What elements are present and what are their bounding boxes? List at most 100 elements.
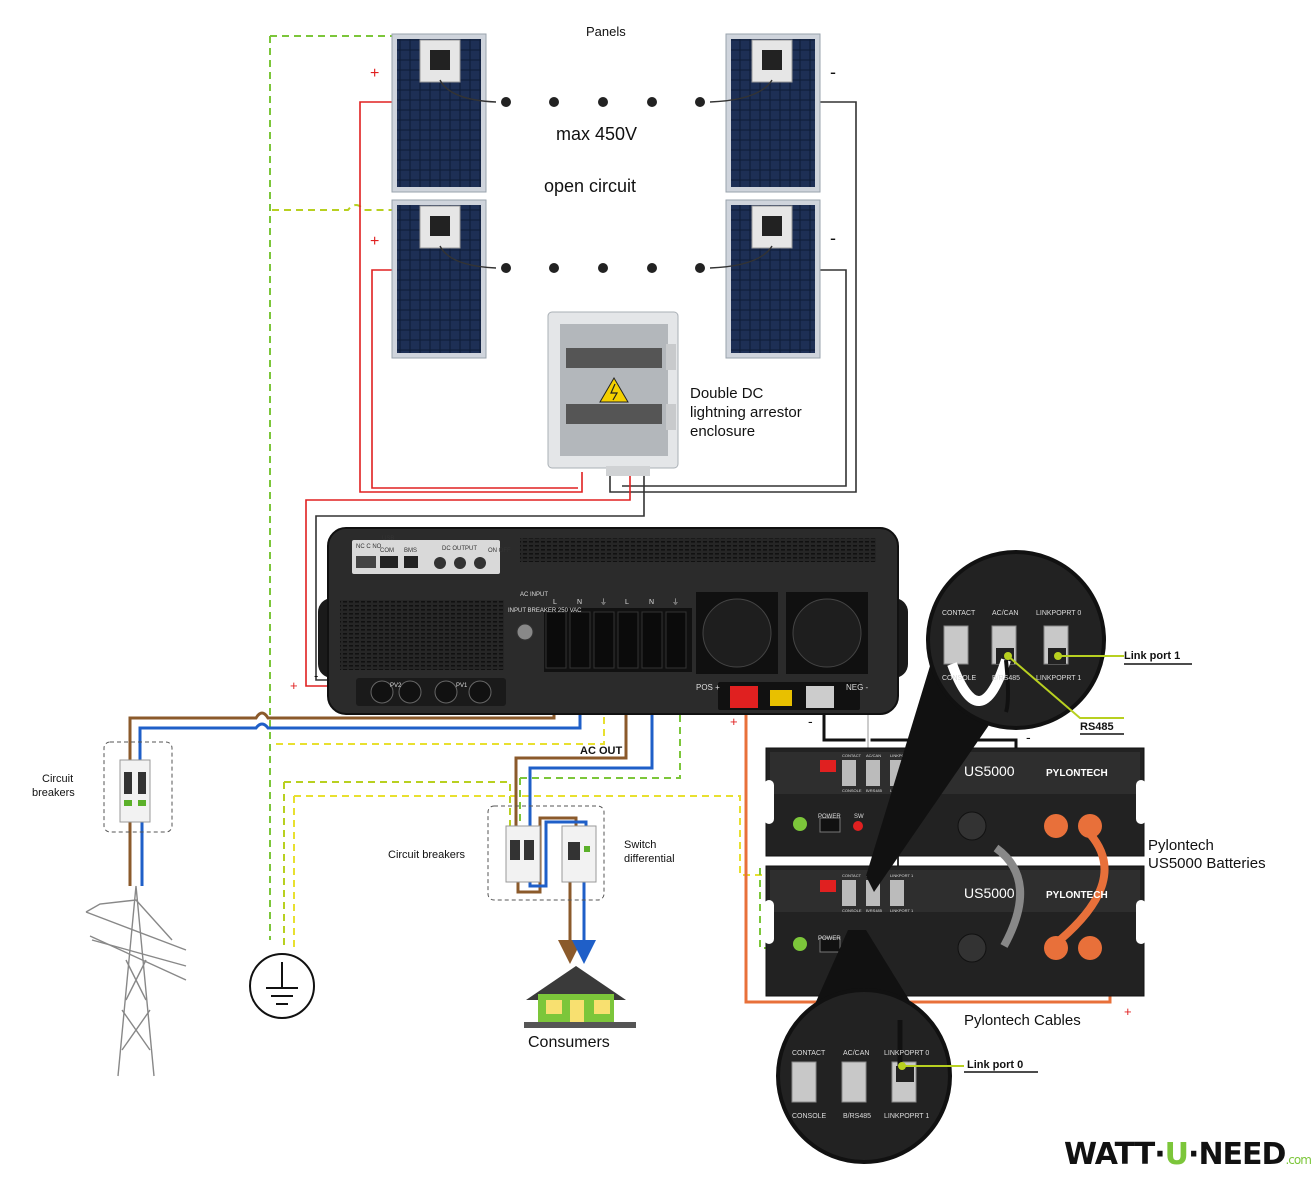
polarity-signs: + + - - + - + - - + — [290, 62, 1132, 1019]
battery-module — [764, 865, 1146, 997]
inverter-neg-label: NEG - — [846, 683, 869, 692]
minus-sign: - — [830, 228, 836, 248]
callout-leaders — [902, 655, 1124, 1067]
zoom-port-label: CONTACT — [942, 610, 976, 617]
zoom-port-label: CONTACT — [792, 1050, 826, 1057]
battery-port-label: B/RS485 — [866, 908, 883, 913]
battery-port-label: CONTACT — [842, 753, 862, 758]
panel-string-dots — [501, 97, 705, 273]
callout-dots — [898, 652, 1062, 1070]
minus-sign: - — [1026, 729, 1031, 745]
minus-sign: - — [830, 62, 836, 82]
battery-interconnect — [993, 831, 1109, 948]
inverter-labels: COM BMS DC OUTPUT NC C NO USB ON OFF AC … — [356, 536, 869, 692]
brand-separator: · — [1188, 1137, 1198, 1172]
inverter-on-off-label: ON OFF — [488, 548, 511, 554]
panel-string-links — [439, 79, 773, 269]
inverter-terminal-labels: L N ⏚ L N ⏚ — [553, 598, 679, 606]
brand-logo-text: WATT·U·NEED.com — [1064, 1137, 1311, 1172]
inverter-com-label: COM — [380, 548, 394, 554]
arrestor-label-line3: enclosure — [690, 423, 755, 440]
battery-port-label: CONSOLE — [842, 908, 862, 913]
zoom-port-label: B/RS485 — [843, 1113, 871, 1120]
max-voltage-label: max 450V — [556, 124, 637, 144]
terminal-label: N — [649, 599, 654, 606]
load-breakers-label: Circuit breakers — [388, 849, 466, 861]
inverter-pv1-label: PV1 — [456, 683, 468, 689]
terminal-label: L — [625, 599, 629, 606]
plus-sign: + — [290, 678, 298, 693]
inverter-bms-label: BMS — [404, 548, 417, 554]
solar-panel — [725, 199, 821, 359]
zoom-port-label: CONSOLE — [942, 675, 977, 682]
zoom-port-label: B/RS485 — [992, 675, 1020, 682]
cables-label: Pylontech Cables — [964, 1012, 1081, 1029]
battery-port-label: CONSOLE — [842, 788, 862, 793]
zoom-port-label: AC/CAN — [992, 610, 1018, 617]
brand-name-part: NEED — [1198, 1137, 1285, 1172]
grid-breakers-label-line1: Circuit — [42, 773, 73, 785]
inverter-pv2-label: PV2 — [390, 683, 402, 689]
ac-out-label: AC OUT — [580, 745, 622, 757]
inverter-usb-label: USB — [382, 536, 394, 542]
zoom-port-label: LINKPOPRT 0 — [884, 1050, 929, 1057]
inverter-ac-input-label: AC INPUT — [520, 592, 548, 598]
minus-sign: - — [314, 668, 318, 683]
open-circuit-label: open circuit — [544, 176, 636, 196]
zoom-port-label: LINKPOPRT 1 — [1036, 675, 1081, 682]
brand-name-accent: U — [1165, 1137, 1188, 1172]
batteries-label-line2: US5000 Batteries — [1148, 855, 1266, 872]
battery-port-label: AC/CAN — [866, 753, 881, 758]
zoom-port-label: LINKPOPRT 1 — [884, 1113, 929, 1120]
grid-breaker-box — [103, 741, 173, 833]
rs485-label: RS485 — [1080, 721, 1114, 733]
switch-label-line1: Switch — [624, 839, 656, 851]
grid-breakers-label-line2: breakers — [32, 787, 75, 799]
plus-sign: + — [370, 65, 379, 82]
consumers-label: Consumers — [528, 1034, 610, 1051]
solar-panel — [391, 33, 487, 193]
battery-port-label: LINKPORT 1 — [890, 908, 914, 913]
load-breaker-box — [487, 805, 605, 901]
callout-underlines — [964, 663, 1192, 1073]
battery-power-label: POWER — [818, 936, 841, 942]
switch-label-line2: differential — [624, 853, 675, 865]
arrestor-label-line2: lightning arrestor — [690, 404, 802, 421]
battery-port-label: LINKPORT 0 — [890, 753, 914, 758]
zoom-port-label: LINKPOPRT 0 — [1036, 610, 1081, 617]
terminal-label: L — [553, 599, 557, 606]
battery-port-label: B/RS485 — [866, 788, 883, 793]
brand-logo: WATT·U·NEED.com — [1064, 1137, 1312, 1172]
battery-brand-label: PYLONTECH — [1046, 768, 1108, 779]
plus-sign: + — [1124, 1004, 1132, 1019]
batteries-label-line1: Pylontech — [1148, 837, 1214, 854]
plus-sign: + — [730, 714, 738, 729]
inverter-input-breaker-label: INPUT BREAKER 250 VAC — [508, 608, 582, 614]
inverter-pos-label: POS + — [696, 683, 720, 692]
inverter-relay-label: NC C NO — [356, 544, 382, 550]
house-icon — [524, 966, 636, 1028]
solar-panel — [725, 33, 821, 193]
arrestor-enclosure — [547, 311, 679, 476]
battery-brand-label: PYLONTECH — [1046, 890, 1108, 901]
minus-sign: - — [808, 713, 813, 729]
brand-tld: .com — [1285, 1153, 1311, 1167]
battery-port-label: LINKPORT 1 — [890, 873, 914, 878]
zoom-port-label: AC/CAN — [843, 1050, 869, 1057]
earth-ground-icon — [249, 953, 315, 1019]
pv-wiring — [305, 101, 857, 687]
plus-sign: + — [370, 233, 379, 250]
ac-terminal-block — [545, 611, 687, 669]
battery-model-label: US5000 — [964, 763, 1015, 779]
terminal-label: ⏚ — [672, 598, 679, 606]
arrestor-label-line1: Double DC — [690, 385, 764, 402]
battery-model-label: US5000 — [964, 885, 1015, 901]
power-pylon-icon — [85, 885, 187, 1077]
zoom-callout-top: CONTACT AC/CAN LINKPOPRT 0 CONSOLE B/RS4… — [866, 550, 1106, 892]
inverter-dc-output-label: DC OUTPUT — [442, 546, 477, 552]
battery-sw-label: SW — [854, 814, 864, 820]
zoom-port-label: CONSOLE — [792, 1113, 827, 1120]
battery-port-label: CONTACT — [842, 873, 862, 878]
